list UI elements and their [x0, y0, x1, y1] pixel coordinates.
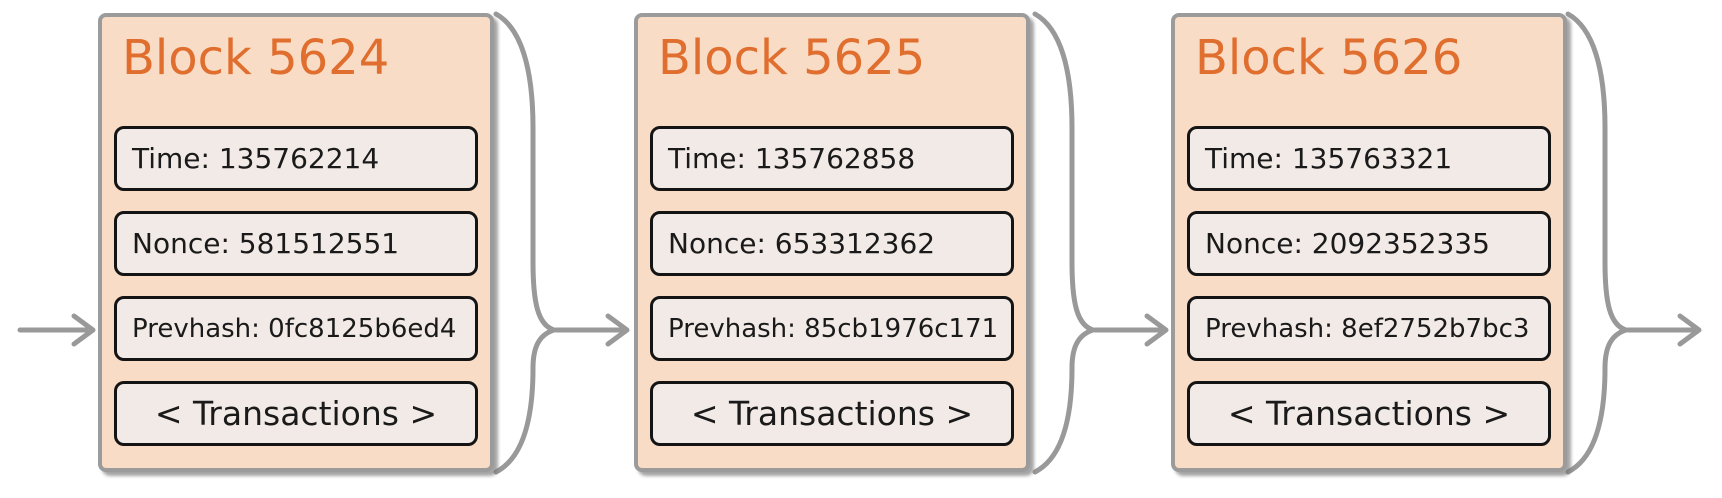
prevhash-value: Prevhash: 0fc8125b6ed4	[132, 313, 457, 344]
transactions-field: < Transactions >	[1187, 381, 1551, 446]
connector-block1-to-block2	[496, 14, 627, 472]
nonce-value: Nonce: 653312362	[668, 227, 936, 260]
transactions-label: < Transactions >	[1227, 394, 1511, 433]
time-value: Time: 135762214	[132, 142, 380, 175]
block-title: Block 5626	[1195, 30, 1463, 86]
transactions-field: < Transactions >	[650, 381, 1014, 446]
incoming-arrow-head-icon	[71, 313, 96, 347]
prevhash-value: Prevhash: 8ef2752b7bc3	[1205, 313, 1530, 344]
time-value: Time: 135763321	[1205, 142, 1453, 175]
connector-block3-outgoing	[1568, 14, 1699, 472]
prevhash-value: Prevhash: 85cb1976c171	[668, 313, 999, 344]
time-field: Time: 135762858	[650, 126, 1014, 191]
nonce-field: Nonce: 2092352335	[1187, 211, 1551, 276]
time-field: Time: 135762214	[114, 126, 478, 191]
prevhash-field: Prevhash: 8ef2752b7bc3	[1187, 296, 1551, 361]
nonce-field: Nonce: 581512551	[114, 211, 478, 276]
transactions-field: < Transactions >	[114, 381, 478, 446]
connector-block2-to-block3	[1035, 14, 1166, 472]
block-card-5626: Block 5626 Time: 135763321 Nonce: 209235…	[1171, 13, 1567, 472]
transactions-label: < Transactions >	[154, 394, 438, 433]
nonce-field: Nonce: 653312362	[650, 211, 1014, 276]
incoming-arrow-icon	[17, 313, 96, 347]
block-title: Block 5625	[658, 30, 926, 86]
time-field: Time: 135763321	[1187, 126, 1551, 191]
block-card-5624: Block 5624 Time: 135762214 Nonce: 581512…	[98, 13, 494, 472]
prevhash-field: Prevhash: 85cb1976c171	[650, 296, 1014, 361]
time-value: Time: 135762858	[668, 142, 916, 175]
block-card-5625: Block 5625 Time: 135762858 Nonce: 653312…	[634, 13, 1030, 472]
nonce-value: Nonce: 2092352335	[1205, 227, 1490, 260]
block-title: Block 5624	[122, 30, 390, 86]
nonce-value: Nonce: 581512551	[132, 227, 400, 260]
prevhash-field: Prevhash: 0fc8125b6ed4	[114, 296, 478, 361]
transactions-label: < Transactions >	[690, 394, 974, 433]
